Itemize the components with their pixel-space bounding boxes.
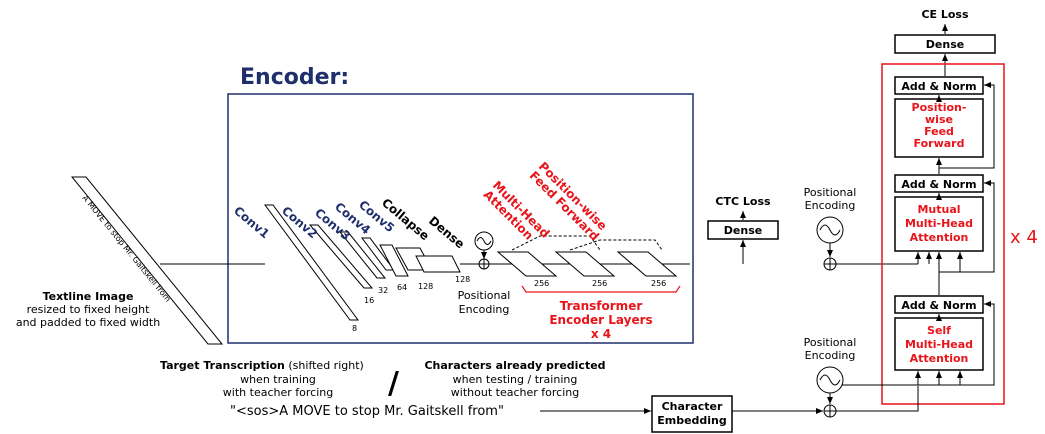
transformer-bracket xyxy=(521,285,681,293)
text-line: Forward xyxy=(914,137,965,150)
text-line: resized to fixed height xyxy=(27,303,150,316)
text-line: Mutual xyxy=(917,203,960,216)
text-line: Attention xyxy=(910,231,969,244)
text-line: Position- xyxy=(912,101,967,114)
dim-128a: 128 xyxy=(418,282,433,291)
text-line: wise xyxy=(925,113,953,126)
final-dense-box xyxy=(894,34,996,54)
char-embedding-box xyxy=(651,395,733,433)
layer-dim-1: 256 xyxy=(534,279,549,288)
dense-label: Dense xyxy=(426,214,467,252)
ctc-dense-label: Dense xyxy=(724,224,762,237)
dim-32: 32 xyxy=(378,286,388,295)
addnorm-2 xyxy=(894,174,984,193)
textline-image-text: A MOVE to stop Mr. Gaitskell from xyxy=(80,194,172,304)
ff-box xyxy=(894,98,984,158)
dim-128b: 128 xyxy=(455,275,470,284)
text-line: Encoder Layers xyxy=(549,313,652,327)
text-line: and padded to fixed width xyxy=(16,316,160,329)
encoder-pos-enc-icon xyxy=(474,231,494,270)
decoder-arrows xyxy=(830,82,995,386)
text-line: Encoding xyxy=(805,199,856,212)
dec-pos-enc-bottom-icon xyxy=(816,366,844,418)
text-line: Embedding xyxy=(657,414,727,427)
textline-caption: Textline Image xyxy=(43,290,134,303)
dim-64: 64 xyxy=(397,283,407,292)
text-line: without teacher forcing xyxy=(451,386,579,399)
text-line: Transformer xyxy=(560,299,643,313)
addnorm-3 xyxy=(894,76,984,95)
ctc-loss-label: CTC Loss xyxy=(715,195,771,208)
text-line: Multi-Head xyxy=(905,217,973,230)
addnorm-1-label: Add & Norm xyxy=(901,299,976,312)
text-line: Multi-Head xyxy=(905,338,973,351)
text-line: Encoding xyxy=(805,349,856,362)
layer-dim-2: 256 xyxy=(592,279,607,288)
decoder-frame xyxy=(881,63,1005,405)
textline-caption-title: Textline Image xyxy=(43,290,134,303)
conv1-label: Conv1 xyxy=(231,204,272,242)
decoder-repeat: x 4 xyxy=(1010,227,1038,248)
addnorm-3-label: Add & Norm xyxy=(901,80,976,93)
slash-separator: / xyxy=(388,366,399,401)
mutual-box xyxy=(894,196,984,252)
addnorm-2-label: Add & Norm xyxy=(901,178,976,191)
dim-8: 8 xyxy=(352,324,357,333)
text-line: Encoding xyxy=(459,303,510,316)
encoder-frame xyxy=(227,93,694,344)
self-box xyxy=(894,317,984,371)
encoder-layers xyxy=(496,235,678,277)
text-line: when training xyxy=(240,373,316,386)
target-transcription-bold: Target Transcription xyxy=(160,359,285,372)
target-sequence: "<sos>A MOVE to stop Mr. Gaitskell from" xyxy=(230,404,504,419)
text-line: Feed xyxy=(924,125,954,138)
text-line: with teacher forcing xyxy=(223,386,333,399)
text-line: Positional xyxy=(458,289,511,302)
text-line: when testing / training xyxy=(453,373,578,386)
text-line: Positional xyxy=(804,186,857,199)
dec-pos-enc-top-icon xyxy=(816,216,844,271)
text-line: x 4 xyxy=(591,327,611,341)
already-predicted-title: Characters already predicted xyxy=(424,359,605,372)
encoder-title: Encoder: xyxy=(240,65,349,90)
text-line: Attention xyxy=(910,352,969,365)
text-line: Positional xyxy=(804,336,857,349)
ctc-dense-box xyxy=(707,220,779,240)
target-transcription-title: Target Transcription (shifted right) xyxy=(160,359,364,372)
target-transcription-suffix: (shifted right) xyxy=(285,359,364,372)
text-line: Character xyxy=(662,400,723,413)
dim-16: 16 xyxy=(364,296,374,305)
ce-loss-label: CE Loss xyxy=(921,8,969,21)
text-line: Self xyxy=(927,324,951,337)
flow-line-to-self xyxy=(836,386,919,412)
addnorm-1 xyxy=(894,295,984,314)
layer-dim-3: 256 xyxy=(651,279,666,288)
final-dense-label: Dense xyxy=(926,38,964,51)
conv-stack xyxy=(264,204,461,321)
